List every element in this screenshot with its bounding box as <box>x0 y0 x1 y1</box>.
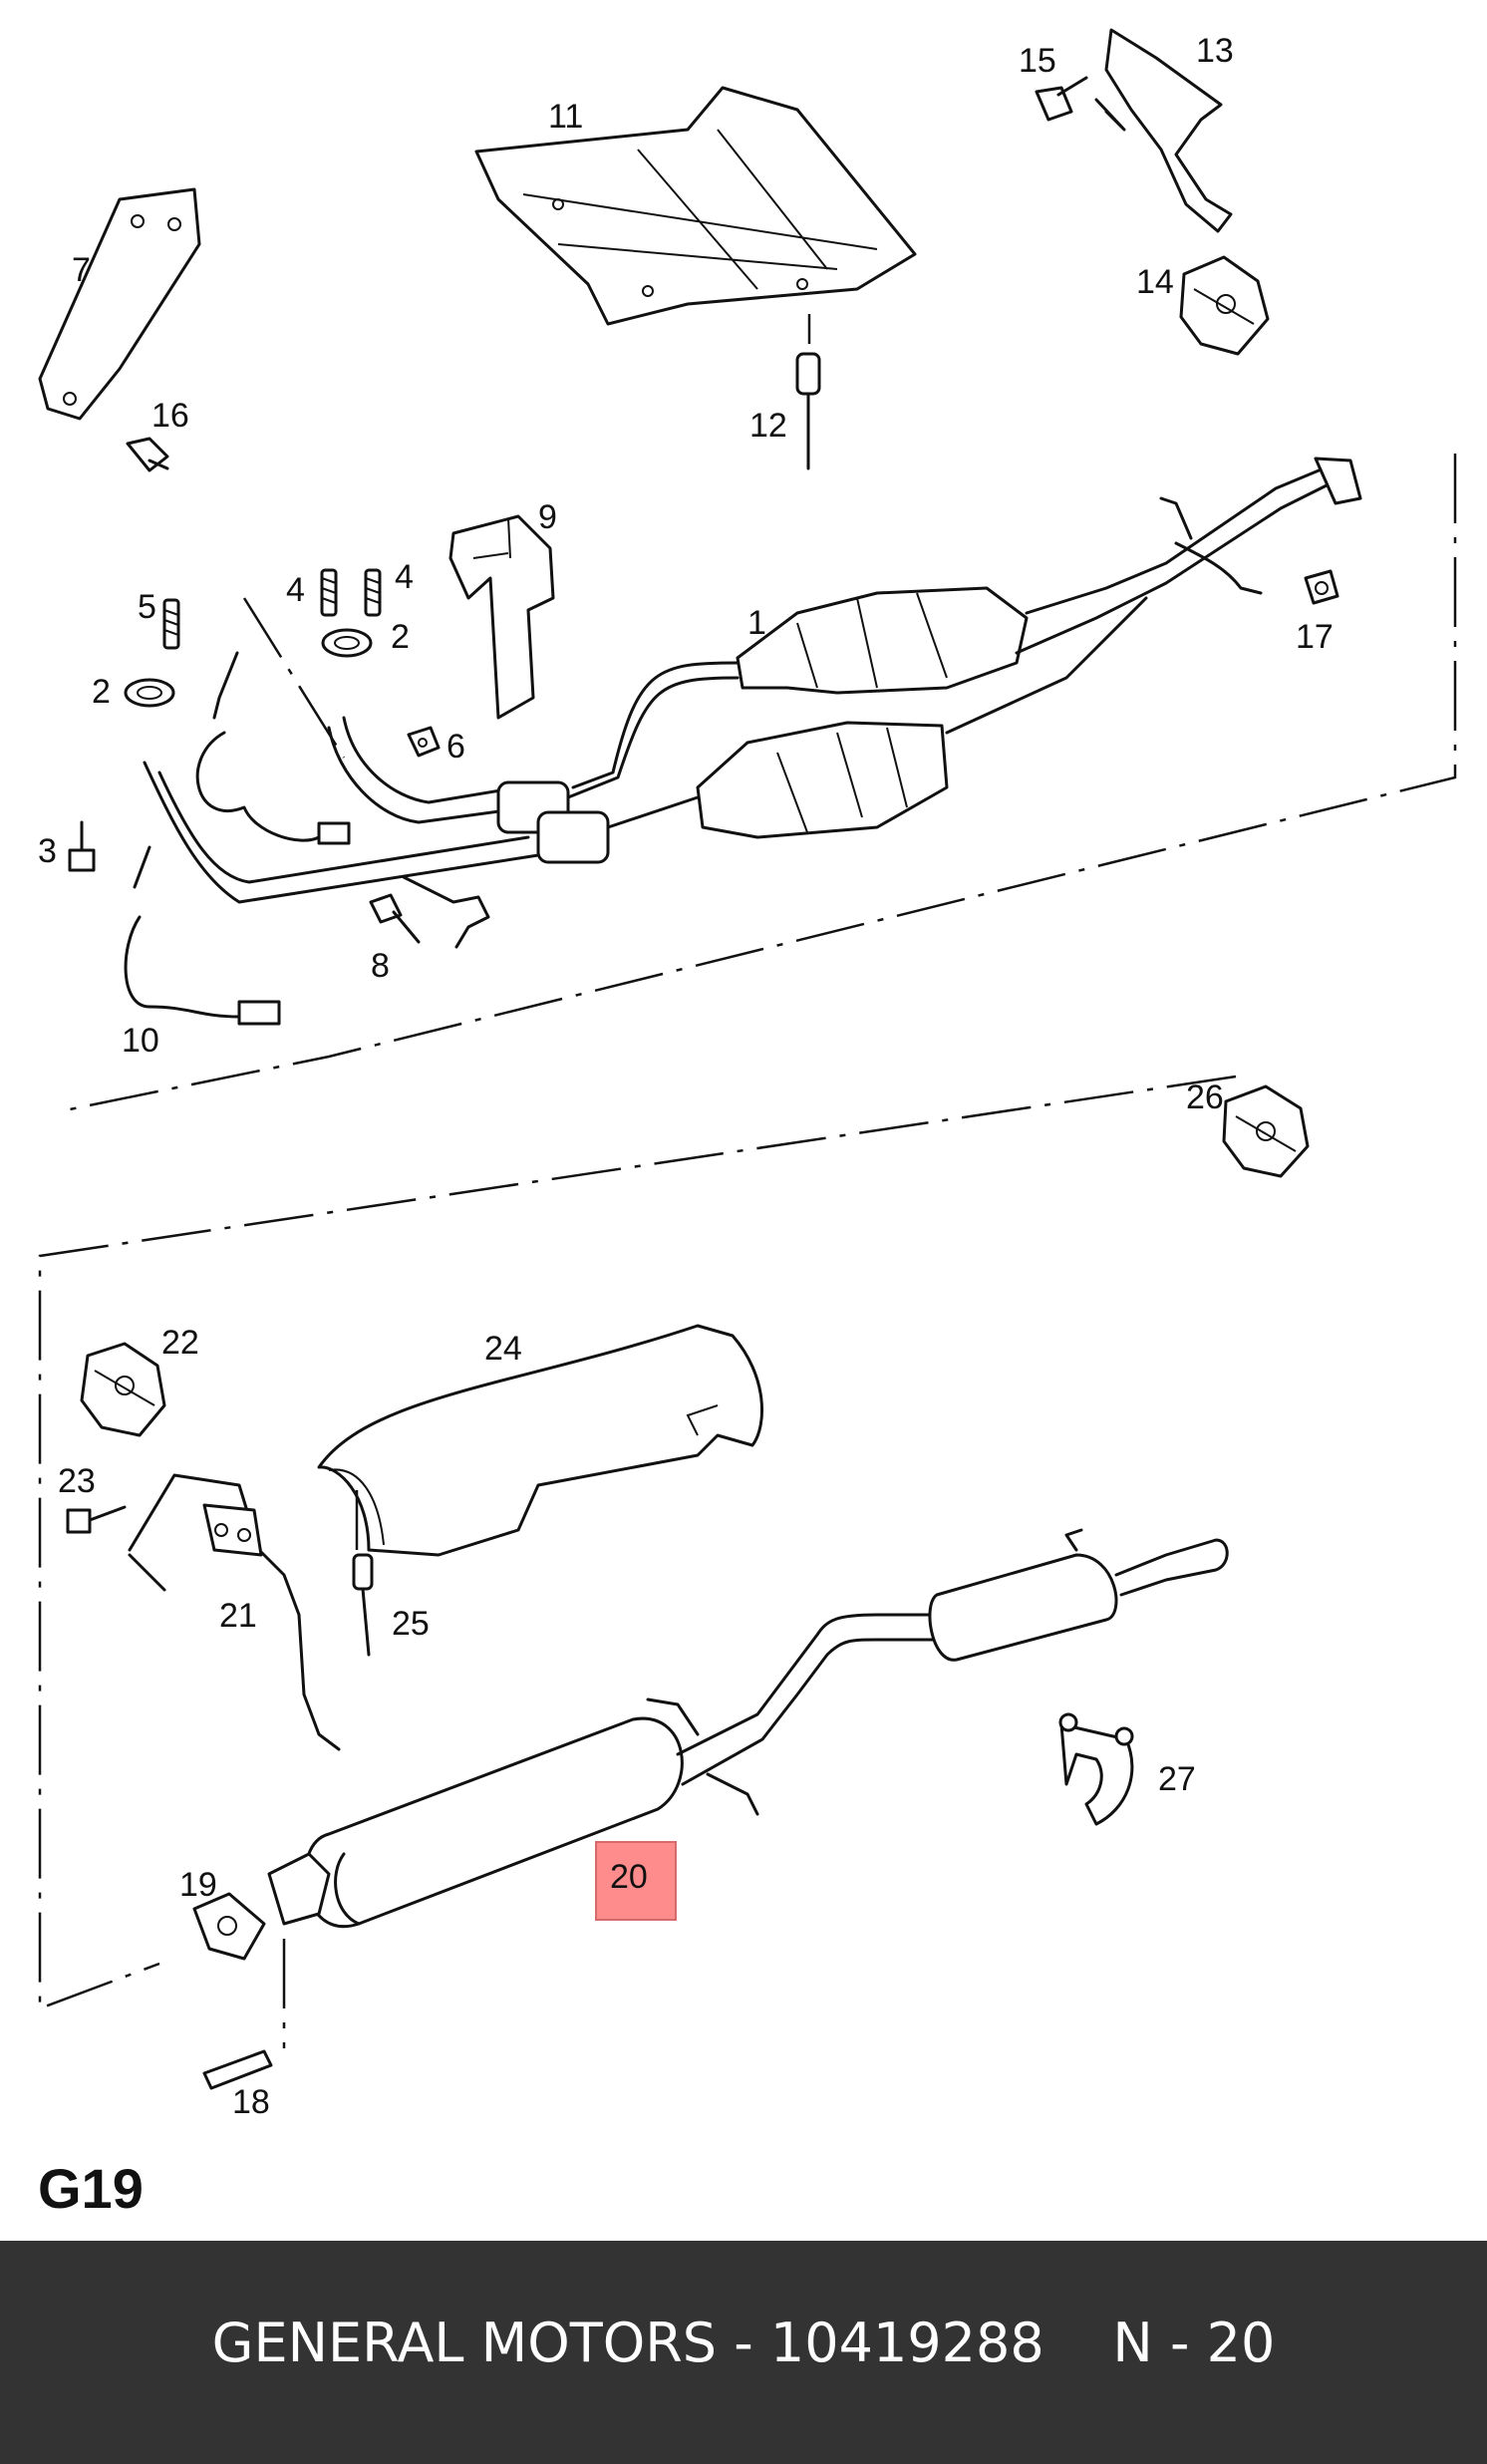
callout-25: 25 <box>392 1605 430 1643</box>
bolt-15 <box>1035 76 1088 122</box>
lower-boundary-line <box>38 1075 1237 2010</box>
flange-gasket-19 <box>192 1892 266 1961</box>
callout-22: 22 <box>161 1324 199 1362</box>
nut-6 <box>407 726 441 758</box>
footer-part-number: GENERAL MOTORS - 10419288 N - 20 <box>211 2310 1276 2374</box>
rear-muffler-20 <box>267 1528 1229 1928</box>
callout-14: 14 <box>1136 263 1174 301</box>
stud-4b <box>364 568 382 617</box>
callout-3: 3 <box>38 832 57 870</box>
callout-20: 20 <box>610 1858 648 1896</box>
bolt-8 <box>369 875 490 949</box>
callout-18: 18 <box>232 2083 270 2121</box>
stud-4a <box>320 568 338 617</box>
callout-1: 1 <box>747 604 766 642</box>
callout-23: 23 <box>58 1462 96 1500</box>
callout-10: 10 <box>122 1022 159 1060</box>
upper-boundary-line <box>59 454 1457 1113</box>
callout-4b: 4 <box>395 558 414 596</box>
bracket-7 <box>38 187 201 421</box>
callout-26: 26 <box>1186 1078 1224 1116</box>
callout-19: 19 <box>179 1866 217 1904</box>
callout-6: 6 <box>446 728 465 766</box>
footer-bar: GENERAL MOTORS - 10419288 N - 20 <box>0 2241 1487 2464</box>
gasket-2b <box>124 678 175 708</box>
callout-7: 7 <box>72 251 91 289</box>
rubber-mount-14 <box>1179 255 1270 356</box>
highlight-box-20 <box>595 1841 677 1921</box>
callout-21: 21 <box>219 1597 257 1635</box>
bracket-13 <box>1094 28 1233 233</box>
callout-2a: 2 <box>391 618 410 656</box>
gasket-2a <box>321 628 373 658</box>
callout-9: 9 <box>538 498 557 536</box>
callout-17: 17 <box>1296 618 1334 656</box>
sheet-code: G19 <box>38 2157 144 2220</box>
callout-5: 5 <box>138 588 156 626</box>
rubber-mount-26 <box>1222 1084 1310 1178</box>
callout-8: 8 <box>371 947 390 985</box>
clamp-27 <box>1058 1712 1134 1826</box>
callout-12: 12 <box>749 407 787 445</box>
rubber-mount-22 <box>80 1342 166 1437</box>
callout-4a: 4 <box>286 571 305 609</box>
callout-11: 11 <box>548 98 583 136</box>
callout-15: 15 <box>1019 42 1056 80</box>
rivet-12 <box>795 352 821 470</box>
callout-24: 24 <box>484 1330 522 1368</box>
heat-shield-9 <box>448 514 555 720</box>
callout-2b: 2 <box>92 673 111 711</box>
stud-18 <box>202 1939 286 2090</box>
front-pipe-catalytic-converters <box>143 457 1362 904</box>
nut-17 <box>1304 569 1339 605</box>
bolt-16 <box>126 437 169 472</box>
callout-16: 16 <box>151 397 189 435</box>
bolt-23 <box>66 1505 127 1534</box>
callout-13: 13 <box>1196 32 1234 70</box>
stud-5 <box>162 598 180 650</box>
bolt-3 <box>68 820 96 872</box>
exhaust-system-diagram: 1 2 2 3 4 4 5 6 7 8 9 10 11 12 13 14 15 … <box>38 28 1457 2121</box>
oxygen-sensor-wires <box>124 597 351 1026</box>
callout-27: 27 <box>1158 1760 1196 1798</box>
hanger-bracket-21 <box>128 1473 341 1751</box>
heat-shield-upper <box>474 86 917 344</box>
rivet-25 <box>352 1490 374 1657</box>
heat-shield-24 <box>317 1324 763 1557</box>
